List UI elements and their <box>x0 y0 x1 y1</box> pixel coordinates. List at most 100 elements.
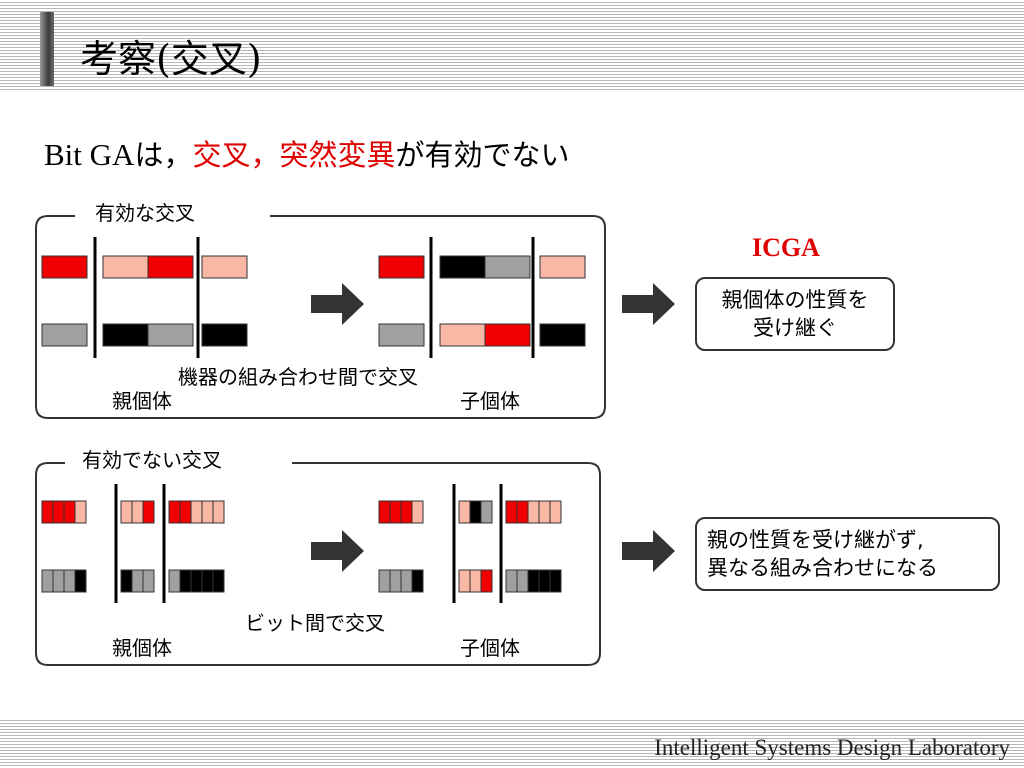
headline-prefix: Bit GA <box>44 137 135 172</box>
headline-part1: は， <box>134 138 193 172</box>
ineffective_child-bit <box>411 500 424 524</box>
effective_child-gene <box>439 323 486 347</box>
effective-child-label: 子個体 <box>460 389 520 413</box>
ineffective_parent-bit <box>190 500 203 524</box>
headline-suffix: が有効でない <box>395 138 570 172</box>
ineffective_parent-bit <box>74 500 87 524</box>
ineffective_child-bit <box>480 500 493 524</box>
effective_parent-gene <box>102 323 149 347</box>
ineffective-panel-frame <box>35 462 601 666</box>
ineffective_parent-bit <box>142 500 155 524</box>
ineffective_parent-bit <box>168 500 181 524</box>
ineffective_parent-bit <box>179 500 192 524</box>
footer-band <box>0 718 1024 768</box>
icga-note-line1: 親個体の性質を <box>721 288 869 312</box>
arrow-right-icon <box>311 530 364 572</box>
slide-title: 考察(交叉) <box>80 37 262 81</box>
ineffective_child-bit <box>389 569 402 593</box>
effective_parent-gene <box>201 255 248 279</box>
ineffective_child-bit <box>549 569 562 593</box>
effective_child-gene <box>539 323 586 347</box>
arrow-right-icon <box>622 283 675 325</box>
lab-name-footer: Intelligent Systems Design Laboratory <box>654 735 1010 760</box>
ineffective_parent-bit <box>201 500 214 524</box>
arrows <box>311 283 675 572</box>
effective_parent-gene <box>41 323 88 347</box>
ineffective_child-bit <box>505 500 518 524</box>
ineffective_parent-bit <box>41 500 54 524</box>
effective_child-gene <box>439 255 486 279</box>
ineffective_parent-bit <box>190 569 203 593</box>
effective-operation-label: 機器の組み合わせ間で交叉 <box>178 365 418 389</box>
ineffective_parent-bit <box>120 500 133 524</box>
ineffective_child-bit <box>538 500 551 524</box>
ineffective_parent-bit <box>74 569 87 593</box>
ineffective_child-bit <box>400 569 413 593</box>
ineffective_parent-bit <box>52 500 65 524</box>
ineffective_child-bit <box>378 569 391 593</box>
effective_child-gene <box>539 255 586 279</box>
header-band <box>0 0 1024 92</box>
ineffective_child-bit <box>516 569 529 593</box>
ineffective_child-bit <box>469 500 482 524</box>
ineffective-parent-label: 親個体 <box>112 636 172 660</box>
arrow-right-icon <box>311 283 364 325</box>
effective_parent-gene <box>147 323 194 347</box>
effective_child-gene <box>484 323 531 347</box>
ineffective_parent-bit <box>120 569 133 593</box>
ineffective_parent-bit <box>63 500 76 524</box>
effective_child-gene <box>378 255 425 279</box>
ineffective_child-bit <box>516 500 529 524</box>
ineffective_parent-bit <box>52 569 65 593</box>
effective-panel-label: 有効な交叉 <box>95 201 195 225</box>
ineffective-panel-label: 有効でない交叉 <box>82 448 222 472</box>
ineffective_parent-bit <box>212 569 225 593</box>
ineffective_child-bit <box>389 500 402 524</box>
effective_child-gene <box>484 255 531 279</box>
ineffective_parent-bit <box>41 569 54 593</box>
ineffective_child-bit <box>527 500 540 524</box>
chromosome-cells <box>41 255 586 593</box>
ineffective_parent-bit <box>179 569 192 593</box>
effective_parent-gene <box>102 255 149 279</box>
ineffective_parent-bit <box>131 569 144 593</box>
ineffective_child-bit <box>480 569 493 593</box>
headline-separator: ， <box>250 138 280 172</box>
ineffective-operation-label: ビット間で交叉 <box>245 611 385 635</box>
ineffective_parent-bit <box>201 569 214 593</box>
ineffective-child-label: 子個体 <box>460 636 520 660</box>
ineffective_child-bit <box>400 500 413 524</box>
ineffective_child-bit <box>458 569 471 593</box>
effective_parent-gene <box>41 255 88 279</box>
effective-panel-frame <box>35 215 606 419</box>
effective-parent-label: 親個体 <box>112 389 172 413</box>
effective_child-gene <box>378 323 425 347</box>
effective_parent-gene <box>201 323 248 347</box>
segment-dividers <box>93 237 535 603</box>
icga-label: ICGA <box>752 233 820 262</box>
ineffective_parent-bit <box>142 569 155 593</box>
ineffective_parent-bit <box>63 569 76 593</box>
headline: Bit GAは，交叉，突然変異が有効でない <box>44 132 570 174</box>
icga-note: 親個体の性質を 受け継ぐ <box>695 277 895 351</box>
bitga-note-line2: 異なる組み合わせになる <box>707 556 938 580</box>
ineffective_parent-bit <box>168 569 181 593</box>
bitga-note-line1: 親の性質を受け継がず, <box>707 528 924 552</box>
ineffective_child-bit <box>469 569 482 593</box>
ineffective_child-bit <box>549 500 562 524</box>
icga-note-line2: 受け継ぐ <box>753 316 837 340</box>
effective_parent-gene <box>147 255 194 279</box>
headline-crossover: 交叉 <box>192 138 251 172</box>
ineffective_child-bit <box>411 569 424 593</box>
title-accent-bar <box>40 12 54 86</box>
ineffective_parent-bit <box>131 500 144 524</box>
ineffective_child-bit <box>378 500 391 524</box>
arrow-right-icon <box>622 530 675 572</box>
ineffective_child-bit <box>505 569 518 593</box>
ineffective_child-bit <box>527 569 540 593</box>
headline-mutation: 突然変異 <box>279 138 396 172</box>
ineffective_child-bit <box>538 569 551 593</box>
ineffective_parent-bit <box>212 500 225 524</box>
ineffective_child-bit <box>458 500 471 524</box>
